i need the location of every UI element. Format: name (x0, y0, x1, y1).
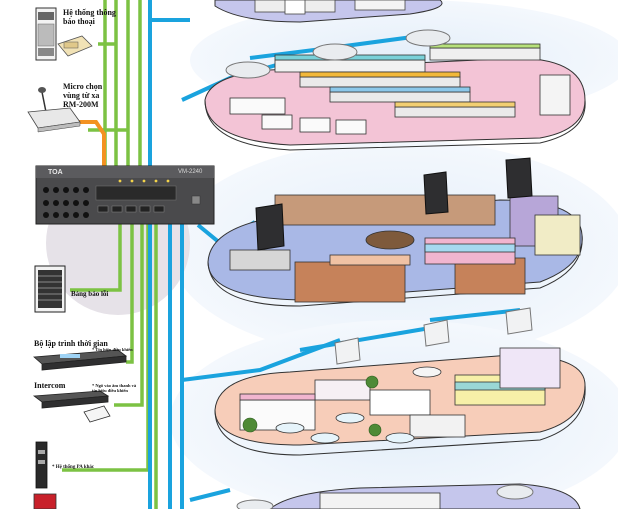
telephone (57, 35, 93, 57)
ceiling-speakers (225, 29, 534, 509)
phone-system-rack (35, 7, 57, 61)
orange-wiring (78, 120, 106, 170)
error-panel-label: Bảng báo lỗi (71, 290, 109, 298)
intercom-device (32, 390, 111, 423)
wall-speakers (255, 157, 533, 365)
intercom-label: Intercom (34, 381, 66, 390)
amplifier-model: VM-2240 (178, 169, 203, 175)
remote-mic-label: Micro chọn vùng từ xa RM-200M (63, 82, 103, 109)
other-pa-device (33, 441, 57, 509)
floor-top (214, 0, 443, 23)
timer-label: Bộ lập trình thời gian (34, 339, 108, 348)
intercom-note: * Ngõ vào âm thanh và tín hiệu điều khiể… (92, 383, 137, 393)
phone-system-label: Hệ thống thông báo thoại (63, 8, 116, 26)
remote-microphone (27, 87, 81, 133)
floor-clothing (207, 194, 583, 307)
floor-restaurant (214, 347, 586, 456)
amplifier-brand: TOA (48, 169, 63, 176)
floor-supermarket (204, 43, 586, 151)
amplifier-vm2240 (35, 165, 215, 225)
timer-device (33, 349, 128, 371)
other-pa-label: * Hệ thống PA khác (52, 465, 95, 470)
timer-note: * Tín hiệu điều khiển (92, 347, 133, 352)
error-panel (34, 265, 66, 313)
